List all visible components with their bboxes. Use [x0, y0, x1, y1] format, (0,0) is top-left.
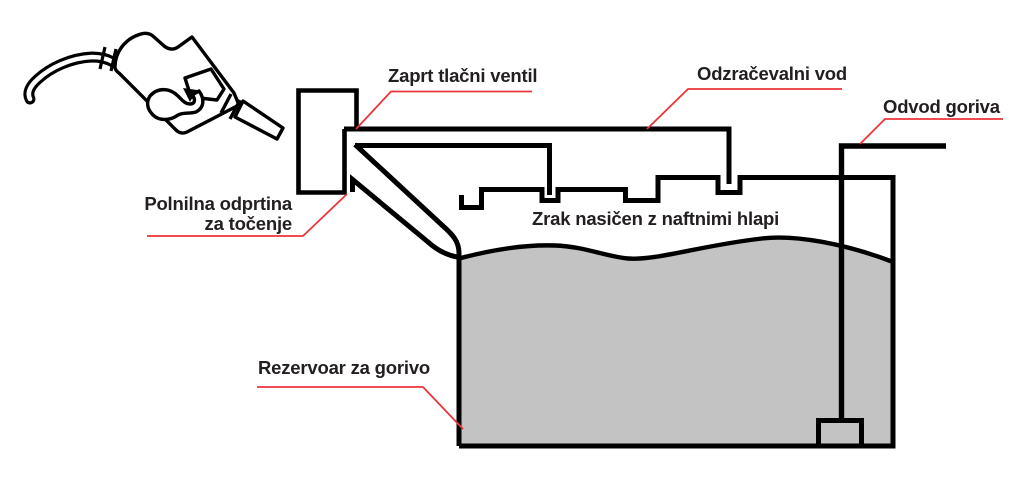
nozzle-window-tab — [183, 88, 197, 102]
label-fuel-outlet: Odvod goriva — [883, 96, 1000, 117]
leader-fuel-outlet — [859, 118, 1003, 145]
fuel-outlet-pipe — [838, 143, 946, 421]
foot-valve-box — [816, 418, 864, 449]
leader-filling-opening — [147, 193, 348, 237]
vapor-return-pipe — [355, 143, 552, 195]
label-fuel-tank: Rezervoar za gorivo — [258, 357, 431, 378]
leader-vent-line — [646, 88, 842, 130]
fuel-volume — [461, 238, 891, 444]
label-filling-opening-line2: za točenje — [204, 212, 293, 234]
fuel-surface-wave — [460, 235, 894, 265]
nozzle-handle-window — [145, 87, 205, 122]
vent-line-pipe — [344, 126, 732, 184]
leader-fuel-tank — [257, 386, 464, 430]
fuel-tank-outline — [459, 175, 896, 449]
fuel-nozzle-icon — [23, 31, 285, 141]
label-filling-opening-line1: Polnilna odprtina — [144, 193, 292, 214]
leader-pressure-valve — [355, 90, 532, 130]
nozzle-hose-coupler-ticks — [98, 46, 118, 72]
label-pressure-valve: Zaprt tlačni ventil — [388, 65, 538, 86]
nozzle-spout — [233, 99, 285, 141]
nozzle-spout-coupler-ticks — [219, 93, 242, 120]
nozzle-body — [113, 31, 241, 135]
filler-box — [296, 88, 359, 195]
label-vent-line: Odzračevalni vod — [697, 63, 847, 84]
fill-pipe-upper-edge — [353, 142, 462, 446]
fill-pipe-lower-edge — [350, 174, 461, 260]
label-air-vapors: Zrak nasičen z naftnimi hlapi — [532, 208, 780, 229]
label-filling-opening: Polnilna odprtina za točenje — [144, 194, 292, 233]
